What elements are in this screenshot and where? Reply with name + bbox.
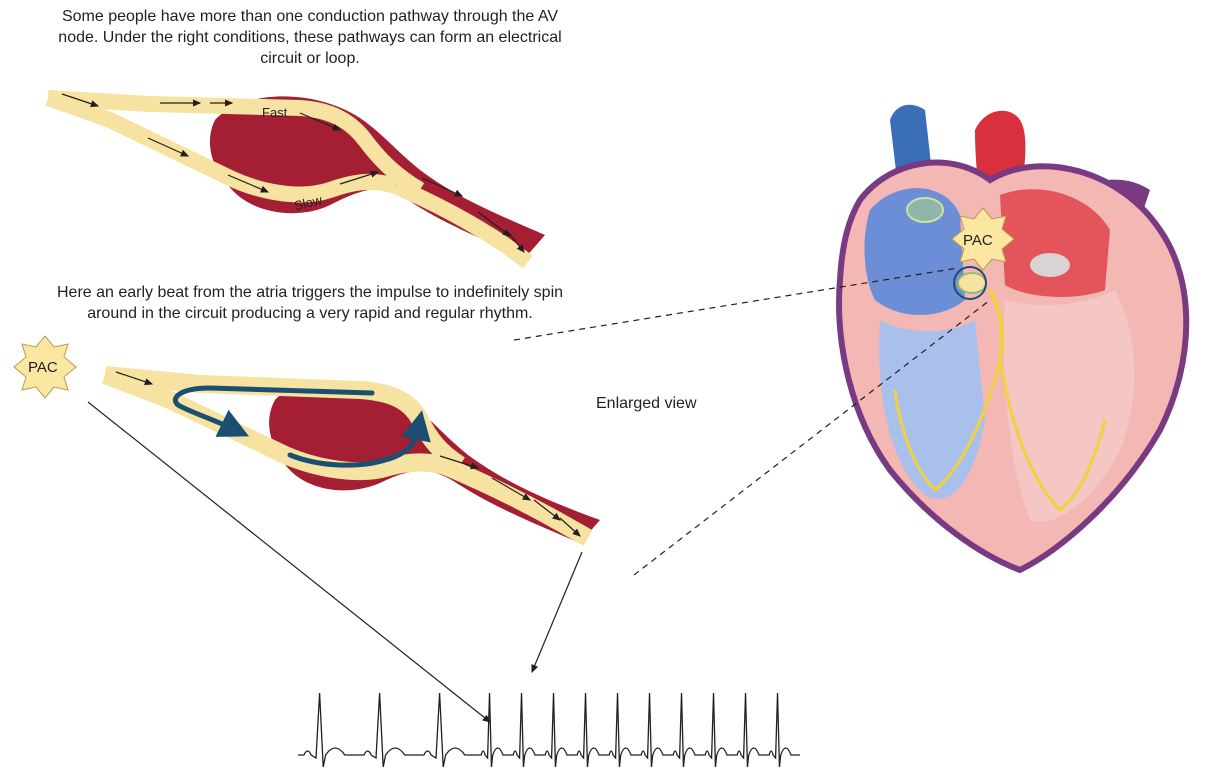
node-to-ecg-arrow [532,552,582,672]
pac-left-label: PAC [28,359,58,376]
ecg-trace [298,693,800,767]
tricuspid-valve [907,198,943,222]
pac-star-left: PAC [14,336,76,398]
reentry-common-pathway [445,466,588,538]
pac-heart-label: PAC [963,232,993,249]
av-node-reentry-diagram [105,372,600,543]
mitral-valve [1030,253,1070,277]
heart-illustration: PAC [839,105,1186,570]
av-node-dual-pathway-diagram: Fast Slow [48,94,545,262]
ecg-strip [298,693,800,767]
fast-label: Fast [262,105,288,120]
av-node [958,273,986,293]
